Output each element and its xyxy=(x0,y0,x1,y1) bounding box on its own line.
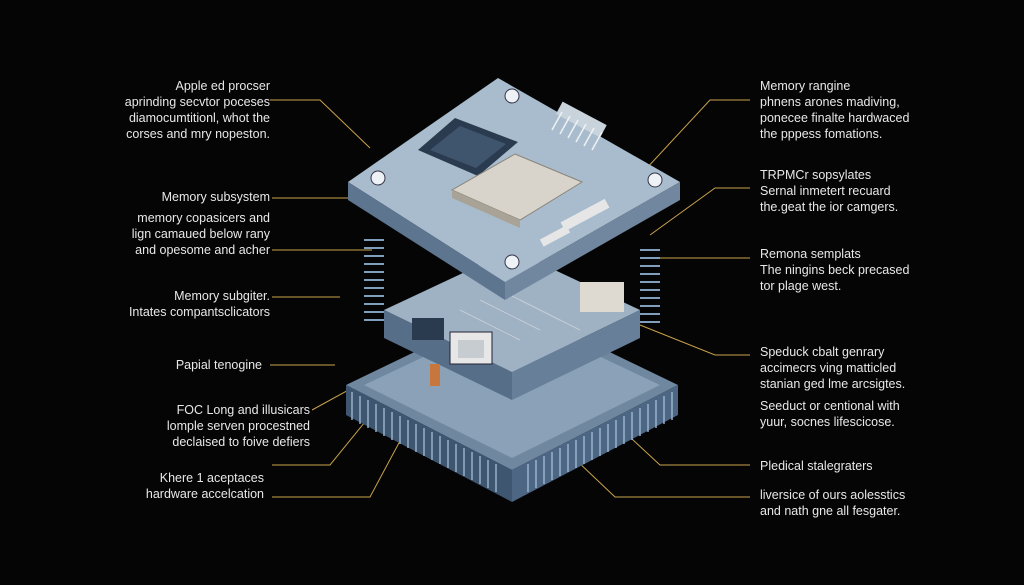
mount-hole xyxy=(647,172,663,188)
label-body: accimecrs ving matticled xyxy=(760,361,897,375)
label-memory-subgiter: Memory subgiter. Intates compantsclicato… xyxy=(129,288,270,320)
label-body: and nath gne all fesgater. xyxy=(760,504,901,518)
substrate-pins xyxy=(351,392,673,492)
label-body: the.geat the ior camgers. xyxy=(760,200,899,214)
label-title: Remona semplats xyxy=(760,247,861,261)
label-liversice: liversice of ours aolesstics and nath gn… xyxy=(760,487,905,519)
label-body: lign camaued below rany xyxy=(131,227,270,241)
label-title: Khere 1 aceptaces xyxy=(159,471,264,485)
label-pledical: Pledical stalegraters xyxy=(760,458,873,474)
label-body: Sernal inmetert recuard xyxy=(760,184,891,198)
cache-block xyxy=(449,331,493,365)
label-body: stanian ged lme arcsigtes. xyxy=(760,377,906,391)
label-body: diamocumtitionl, whot the xyxy=(128,111,270,125)
label-memory-subsystem: Memory subsystem xyxy=(162,189,270,205)
memory-module xyxy=(412,318,444,340)
label-body: tor plage west. xyxy=(760,279,842,293)
label-title: Apple ed procser xyxy=(175,79,270,93)
label-memory-capacitors: memory copasicers and lign camaued below… xyxy=(132,210,270,258)
side-pins xyxy=(364,239,660,323)
label-title: FOC Long and illusicars xyxy=(176,403,310,417)
label-memory-rangine: Memory rangine phnens arones madiving, p… xyxy=(760,78,909,142)
label-body: and opesome and acher xyxy=(135,243,270,257)
label-title: Pledical stalegraters xyxy=(760,459,873,473)
label-title: liversice of ours aolesstics xyxy=(760,488,906,502)
mount-hole xyxy=(370,170,386,186)
label-hardware-acceleration: Khere 1 aceptaces hardware accelcation xyxy=(146,470,264,502)
label-body: Intates compantsclicators xyxy=(128,305,270,319)
label-body: declaised to foive defiers xyxy=(172,435,310,449)
label-title: Seeduct or centional with xyxy=(760,399,900,413)
leader-l1 xyxy=(270,99,371,149)
label-body: ponecee finalte hardwaced xyxy=(760,111,910,125)
label-title: Memory rangine xyxy=(760,79,851,93)
leader-r1 xyxy=(644,99,750,171)
label-trpmcr: TRPMCr sopsylates Sernal inmetert recuar… xyxy=(760,167,898,215)
top-board xyxy=(348,78,680,300)
label-title: Memory subsystem xyxy=(161,190,270,204)
label-body: corses and mry nopeston. xyxy=(126,127,270,141)
label-body: the pppess fomations. xyxy=(760,127,883,141)
io-block xyxy=(580,282,624,312)
mount-hole xyxy=(504,88,520,104)
label-body: The ningins beck precased xyxy=(760,263,910,277)
label-title: TRPMCr sopsylates xyxy=(760,168,872,182)
leader-r4 xyxy=(639,324,750,356)
label-papial-tenogine: Papial tenogine xyxy=(176,357,262,373)
mount-hole xyxy=(504,254,520,270)
label-body: hardware accelcation xyxy=(145,487,264,501)
label-title: memory copasicers and xyxy=(137,211,270,225)
label-remona-semplats: Remona semplats The ningins beck precase… xyxy=(760,246,909,294)
label-foc-long: FOC Long and illusicars lomple serven pr… xyxy=(167,402,310,450)
label-body: aprinding secvtor poceses xyxy=(124,95,270,109)
label-body: yuur, socnes lifescicose. xyxy=(760,415,895,429)
label-body: lomple serven procestned xyxy=(166,419,310,433)
label-seeduct: Seeduct or centional with yuur, socnes l… xyxy=(760,398,900,430)
label-title: Speduck cbalt genrary xyxy=(760,345,885,359)
label-title: Memory subgiter. xyxy=(174,289,270,303)
label-title: Papial tenogine xyxy=(175,358,262,372)
middle-layer xyxy=(384,250,640,400)
label-body: phnens arones madiving, xyxy=(760,95,900,109)
label-speduck: Speduck cbalt genrary accimecrs ving mat… xyxy=(760,344,905,392)
label-apple-processor: Apple ed procser aprinding secvtor poces… xyxy=(125,78,270,142)
leader-r2 xyxy=(649,187,750,236)
